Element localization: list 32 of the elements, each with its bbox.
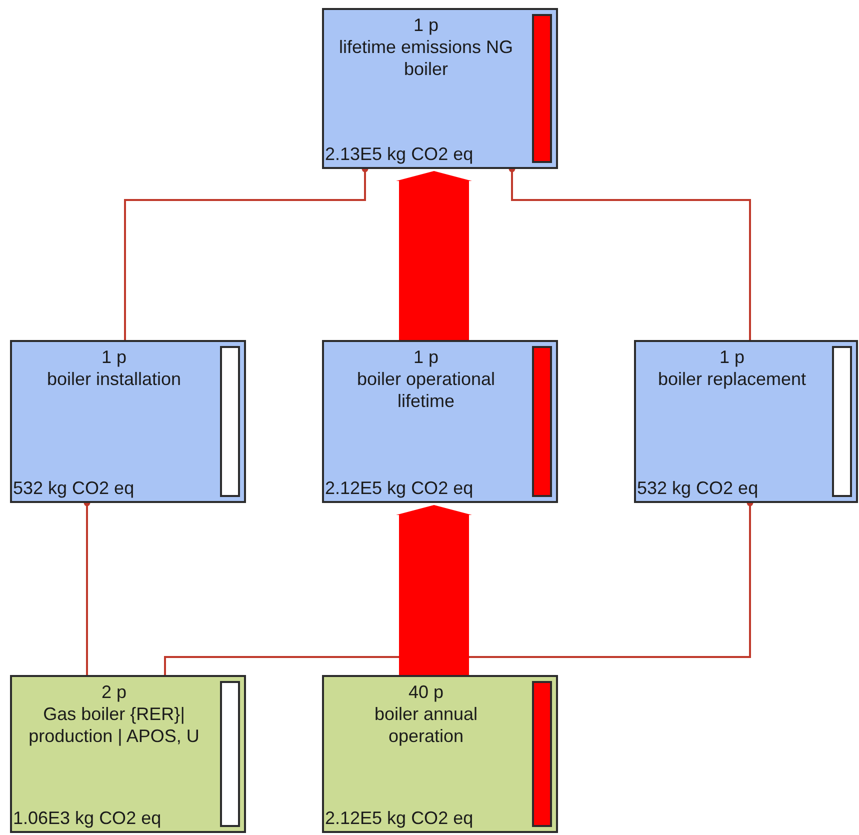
process-box <box>10 675 246 833</box>
impact-value: 532 kg CO2 eq <box>13 477 134 499</box>
process-box <box>322 340 558 503</box>
impact-bar <box>532 14 552 163</box>
process-box <box>322 675 558 833</box>
quantity-label: 2 p <box>100 681 128 703</box>
quantity-label: 1 p <box>100 346 128 368</box>
impact-value: 2.13E5 kg CO2 eq <box>325 143 474 165</box>
impact-value: 1.06E3 kg CO2 eq <box>13 807 162 829</box>
process-name: boiler annual operation <box>373 703 479 747</box>
impact-bar <box>832 346 852 497</box>
process-box <box>322 8 558 169</box>
quantity-label: 1 p <box>718 346 746 368</box>
impact-bar <box>532 346 552 497</box>
process-name: Gas boiler {RER}| production | APOS, U <box>28 703 200 747</box>
flow-arrow <box>396 171 472 340</box>
impact-bar <box>220 681 240 827</box>
process-name: boiler installation <box>46 368 182 390</box>
process-box <box>10 340 246 503</box>
quantity-label: 1 p <box>412 346 440 368</box>
quantity-label: 1 p <box>412 14 440 36</box>
impact-value: 532 kg CO2 eq <box>637 477 758 499</box>
impact-bar <box>532 681 552 827</box>
process-name: boiler replacement <box>656 368 808 390</box>
impact-bar <box>220 346 240 497</box>
quantity-label: 40 p <box>407 681 445 703</box>
impact-value: 2.12E5 kg CO2 eq <box>325 807 474 829</box>
process-name: boiler operational lifetime <box>356 368 496 412</box>
flow-arrow <box>396 505 472 675</box>
process-box <box>634 340 858 503</box>
impact-value: 2.12E5 kg CO2 eq <box>325 477 474 499</box>
process-name: lifetime emissions NG boiler <box>338 36 514 80</box>
